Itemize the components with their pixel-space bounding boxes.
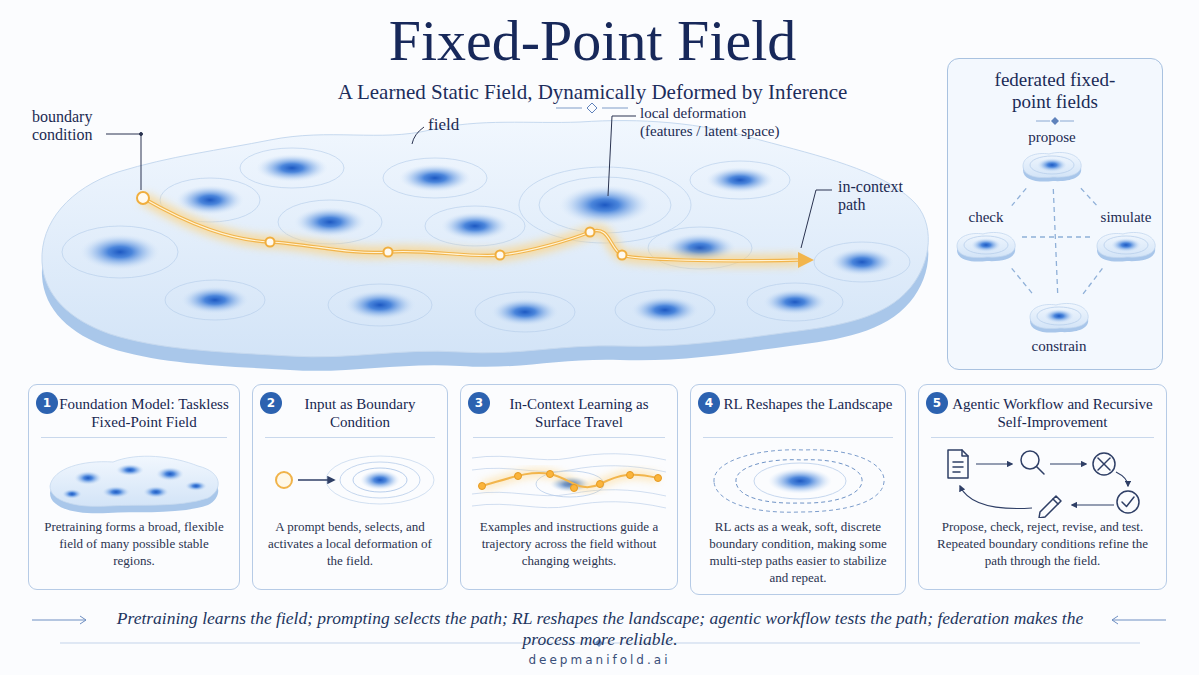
callout-number-text: 4	[698, 392, 720, 414]
mini-field	[1026, 297, 1092, 337]
caption-text: Pretraining learns the field; prompting …	[95, 608, 1105, 650]
step-card: In-Context Learning as Surface Travel Ex…	[460, 384, 678, 590]
callout-number: 1	[36, 392, 58, 414]
mini-field	[1019, 146, 1085, 186]
field-label: constrain	[1026, 337, 1092, 355]
agentic-loop-icons	[927, 442, 1158, 518]
group-panel: federated fixed-point fields propose check…	[947, 58, 1163, 370]
illustration-holder	[469, 442, 669, 518]
divider-line	[931, 437, 1154, 438]
boundary-illustration	[261, 442, 439, 518]
dashed-connector	[1081, 188, 1097, 206]
card-body: Propose, check, reject, revise, and test…	[927, 518, 1158, 569]
card-heading: RL Reshapes the Landscape	[699, 393, 897, 431]
dashed-connector	[1083, 268, 1103, 294]
mini-field-node: constrain	[1026, 297, 1092, 355]
card-body: Examples and instructions guide a trajec…	[469, 518, 669, 569]
callout-number: 2	[260, 392, 282, 414]
step-card: Input as Boundary Condition A prompt ben…	[252, 384, 448, 590]
illustration-holder	[261, 442, 439, 518]
in-context-path	[137, 192, 814, 268]
fixed-point-field	[42, 121, 928, 371]
card-heading: In-Context Learning as Surface Travel	[469, 393, 669, 431]
reshape-illustration	[699, 442, 897, 518]
divider-line	[703, 437, 893, 438]
card-heading: Input as Boundary Condition	[261, 393, 439, 431]
callout-number-text: 5	[926, 392, 948, 414]
divider-line	[41, 437, 227, 438]
dashed-connector	[1022, 236, 1090, 237]
mini-field-node: simulate	[1093, 208, 1159, 266]
callout-number: 4	[698, 392, 720, 414]
mini-field	[1093, 226, 1159, 266]
callout-number-text: 2	[260, 392, 282, 414]
watermark: deepmanifold.ai	[0, 653, 1199, 668]
field-label: check	[953, 208, 1019, 226]
dashed-connector	[1012, 268, 1034, 294]
title-ornament	[556, 103, 628, 113]
card-heading: Foundation Model: Taskless Fixed-Point F…	[37, 393, 231, 431]
callout-number-text: 3	[468, 392, 490, 414]
illustration-holder	[699, 442, 897, 518]
field-label: propose	[1019, 128, 1085, 146]
divider-line	[473, 437, 665, 438]
callout-number: 3	[468, 392, 490, 414]
diagram-title: Fixed-Point Field	[0, 8, 1185, 74]
field-label: simulate	[1093, 208, 1159, 226]
dashed-connector	[1012, 188, 1026, 205]
callout-label: boundary condition	[32, 108, 122, 144]
mini-field-node: check	[953, 208, 1019, 266]
mini-field	[953, 226, 1019, 266]
callout-label: local deformation (features / latent spa…	[640, 104, 795, 140]
card-heading: Agentic Workflow and Recursive Self-Impr…	[927, 393, 1158, 431]
callout-number-text: 1	[36, 392, 58, 414]
panel-heading: federated fixed-point fields	[948, 59, 1162, 113]
mini-field-node: propose	[1019, 128, 1085, 186]
card-body: RL acts as a weak, soft, discrete bounda…	[699, 518, 897, 586]
callout-label: in-context path	[838, 178, 918, 214]
step-card: Agentic Workflow and Recursive Self-Impr…	[918, 384, 1167, 590]
card-body: Pretraining forms a broad, flexible fiel…	[37, 518, 231, 569]
dashed-connector	[1053, 189, 1057, 294]
step-card: Foundation Model: Taskless Fixed-Point F…	[28, 384, 240, 590]
illustration-holder	[927, 442, 1158, 518]
card-body: A prompt bends, selects, and activates a…	[261, 518, 439, 569]
step-card: RL Reshapes the Landscape RL acts as a w…	[690, 384, 906, 595]
callout-label: field	[428, 116, 488, 134]
callout-number: 5	[926, 392, 948, 414]
divider-line	[265, 437, 435, 438]
field-illustration	[37, 442, 231, 518]
illustration-holder	[37, 442, 231, 518]
panel-ground	[947, 58, 1163, 370]
surface-travel-illustration	[469, 442, 669, 518]
